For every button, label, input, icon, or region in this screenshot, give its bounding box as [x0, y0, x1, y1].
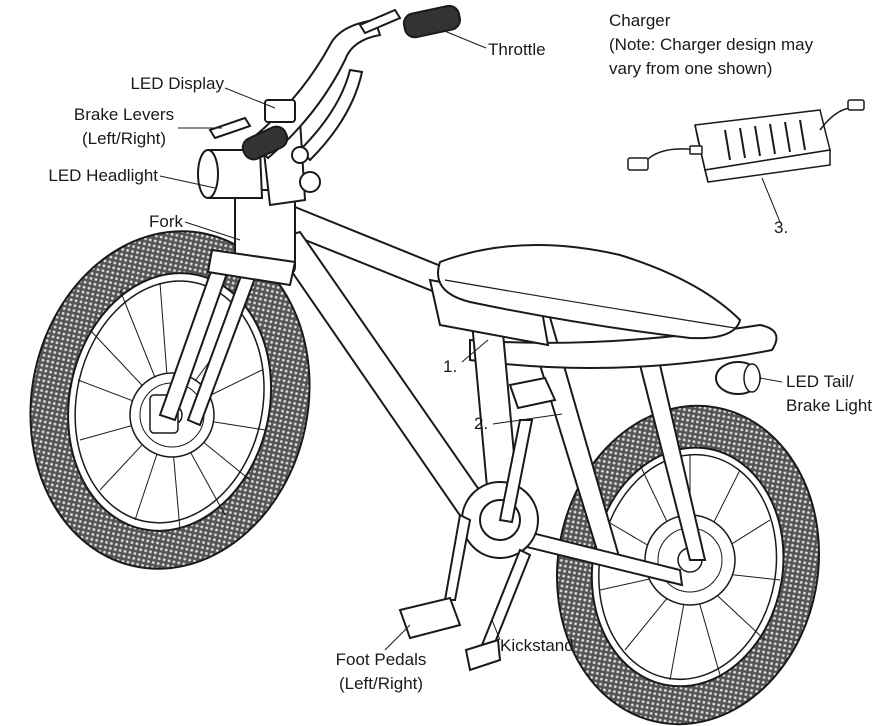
label-brake-levers-line1: Brake Levers	[73, 105, 175, 124]
label-charger: Charger (Note: Charger design may vary f…	[609, 9, 813, 81]
label-battery-number: 1.	[443, 357, 458, 376]
label-led-headlight: LED Headlight	[48, 166, 158, 185]
label-foot-pedals-line2: (Left/Right)	[338, 674, 424, 693]
label-led-tail-line2: Brake Light	[786, 396, 872, 415]
charger	[627, 99, 865, 183]
label-fork: Fork	[149, 212, 183, 231]
kickstand-foot	[464, 638, 502, 672]
label-led-display: LED Display	[130, 74, 224, 93]
led-display	[264, 99, 296, 123]
label-foot-pedals: Foot Pedals (Left/Right)	[325, 648, 437, 696]
label-kickstand: Kickstand	[500, 636, 574, 655]
label-led-tail-line1: LED Tail/	[786, 372, 854, 391]
label-charger-line3: vary from one shown)	[609, 59, 773, 78]
charger-plug-output	[847, 99, 865, 111]
label-brake-levers-line2: (Left/Right)	[81, 129, 167, 148]
left-brake-lever	[208, 116, 252, 140]
left-pedal	[398, 596, 462, 640]
handlebar	[208, 4, 461, 207]
label-foot-pedals-line1: Foot Pedals	[335, 650, 427, 669]
label-throttle: Throttle	[488, 40, 546, 59]
throttle-grip	[402, 4, 461, 39]
label-led-tail: LED Tail/ Brake Light	[786, 370, 872, 418]
right-crank	[498, 419, 534, 524]
charger-plug-wall	[627, 157, 649, 171]
right-pedal	[508, 376, 557, 410]
label-charger-line2: (Note: Charger design may	[609, 35, 814, 54]
label-frame-number: 2.	[474, 414, 489, 433]
seat	[437, 244, 742, 340]
fork	[158, 248, 297, 427]
right-brake-lever	[358, 8, 402, 35]
leader-lines	[159, 29, 783, 651]
drivetrain	[398, 376, 557, 672]
label-charger-line1: Charger	[609, 11, 671, 30]
label-brake-levers: Brake Levers (Left/Right)	[60, 103, 188, 151]
label-charger-number: 3.	[774, 218, 789, 237]
left-crank	[443, 513, 472, 601]
left-grip	[241, 125, 289, 161]
headlight	[197, 149, 264, 199]
